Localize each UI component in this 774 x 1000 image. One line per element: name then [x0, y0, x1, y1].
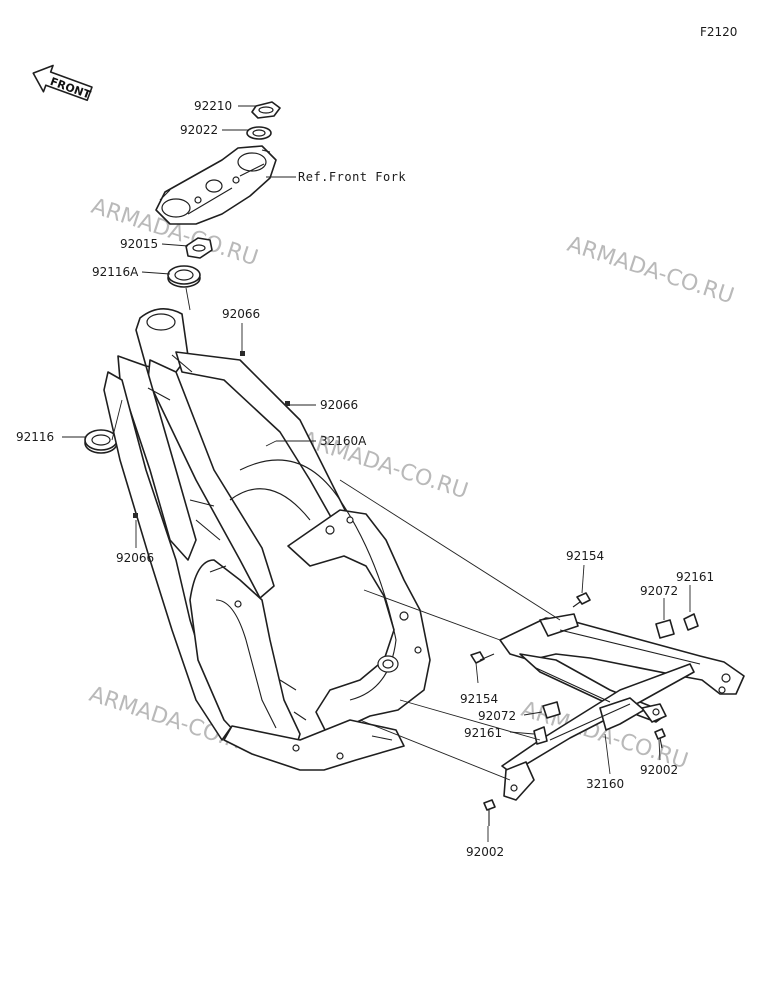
plug-icon — [285, 401, 290, 406]
label-92066-top: 92066 — [222, 307, 260, 321]
label-32160: 32160 — [586, 777, 624, 791]
label-92210: 92210 — [194, 99, 232, 113]
watermark-2: ARMADA-CO.RU — [564, 232, 737, 309]
clamp-icon — [533, 726, 548, 745]
collar-icon — [655, 619, 675, 639]
figure-code: F2120 — [700, 25, 737, 39]
label-92161-left: 92161 — [464, 726, 502, 740]
label-92002-lower: 92002 — [466, 845, 504, 859]
label-92154-upper: 92154 — [566, 549, 604, 563]
bolt-icon — [572, 592, 591, 608]
triple-clamp-icon — [155, 145, 277, 225]
label-92066-mid: 92066 — [320, 398, 358, 412]
label-92116: 92116 — [16, 430, 54, 444]
subframe-icon — [499, 613, 745, 801]
bolt-icon — [483, 799, 496, 826]
nut-icon — [251, 101, 281, 119]
ref-front-fork-label: Ref.Front Fork — [298, 170, 406, 184]
front-arrow-icon: FRONT — [32, 64, 93, 102]
washer-icon — [246, 126, 272, 140]
upper-bearing-icon — [167, 265, 201, 288]
label-92066-left: 92066 — [116, 551, 154, 565]
bolt-icon — [470, 651, 495, 664]
label-92154-lower: 92154 — [460, 692, 498, 706]
label-92161-right: 92161 — [676, 570, 714, 584]
lower-bearing-icon — [84, 429, 118, 454]
label-32160a: 32160A — [320, 434, 367, 448]
label-92002-right: 92002 — [640, 763, 678, 777]
label-92072-right: 92072 — [640, 584, 678, 598]
part-labels: 92210 92022 Ref.Front Fork 92015 92116A … — [16, 99, 714, 859]
label-92072-left: 92072 — [478, 709, 516, 723]
label-92015: 92015 — [120, 237, 158, 251]
plug-icon — [133, 513, 138, 518]
collar-icon — [542, 701, 561, 719]
plug-icon — [240, 351, 245, 356]
clamp-icon — [683, 613, 699, 631]
main-frame-icon — [103, 308, 431, 771]
label-92022: 92022 — [180, 123, 218, 137]
leader-lines — [62, 105, 691, 842]
label-92116a: 92116A — [92, 265, 139, 279]
steering-nut-icon — [185, 237, 213, 259]
bolt-icon — [654, 728, 666, 749]
